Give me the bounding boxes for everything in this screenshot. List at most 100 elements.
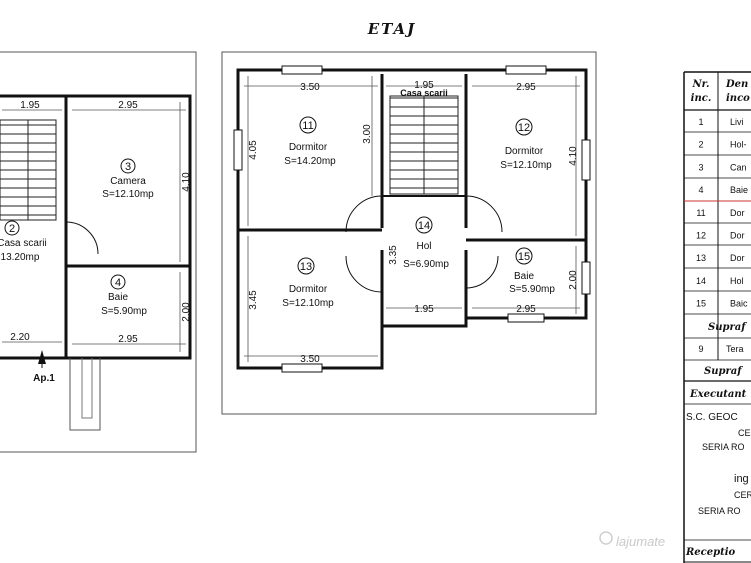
dim-label: 2.95 [118,100,138,111]
dim-label: 1.95 [414,304,434,315]
table-executant: Executant [689,389,747,400]
room-number-circle [297,257,315,275]
room-number-circle [120,158,136,174]
window [581,139,591,181]
room-name: Baie [108,292,128,303]
dim-label: 2.00 [568,270,579,290]
entrance-arrow-icon [38,350,46,364]
ground-floor-plan: 1.95 2.95 4.10 2.00 2.20 2.95 3 Camera S… [0,51,197,453]
door-arc [465,255,499,289]
room-area: S=12.10mp [500,160,552,171]
table-cell-den: Can [730,162,747,172]
table-cert: CE [738,428,751,438]
table-subtotal: Supraf [708,322,747,333]
door-arc [345,195,383,233]
watermark-logo-icon [599,531,613,545]
room-number: 4 [115,277,121,289]
window [281,65,323,75]
room-name: Casa scarii [0,238,47,249]
room-number-circle [515,118,533,136]
room-number: 14 [418,220,430,232]
table-cell-den: Baie [730,185,748,195]
ground-sheet-frame [0,51,197,453]
ground-door-arc [65,221,99,255]
room-name: Camera [110,176,146,187]
room-number: 11 [302,120,313,132]
table-cell-nr: 3 [698,162,703,172]
table-cell-nr: 11 [696,208,705,218]
room-number-circle [110,274,126,290]
table-cell-nr: 4 [698,185,703,195]
room-area: S=12.10mp [102,189,154,200]
room-number: 12 [518,122,530,134]
table-cell-nr: 12 [696,231,706,241]
table-cell-den: Dor [730,208,745,218]
ground-porch [69,358,101,431]
room-area: S=14.20mp [284,156,336,167]
dim-label: 2.00 [181,302,192,322]
room-number-circle [4,220,20,236]
etaj-floor-plan: 3.50 1.95 2.95 3.50 1.95 2.95 4.05 3.45 … [221,51,597,415]
dim-label: 4.05 [248,140,259,160]
dim-label: 2.20 [10,332,30,343]
table-ing: ing [734,473,749,485]
window [281,363,323,373]
dim-label: 2.95 [516,304,536,315]
dim-label: 1.95 [20,100,40,111]
room-number: 2 [9,223,15,235]
table-cell-den: Tera [726,344,744,354]
room-area: S=5.90mp [101,306,147,317]
room-area: S=12.10mp [282,298,334,309]
window [581,261,591,295]
table-cell-den: Hol [730,276,744,286]
table-subtotal: Supraf [704,366,743,377]
table-cell-nr: 9 [698,344,703,354]
table-cell-nr: 2 [698,140,703,150]
table-seria: SERIA RO [698,506,741,516]
table-cell-nr: 15 [696,299,706,309]
table-header: Nr. [692,79,710,90]
table-receptie: Receptio [685,547,736,558]
table-seria: SERIA RO [702,442,745,452]
room-number: 13 [300,261,312,273]
etaj-sheet-frame [221,51,597,415]
entrance-label: Ap.1 [33,373,55,384]
door-arc [465,195,503,233]
table-cell-den: Baic [730,299,748,309]
dim-label: 1.95 [414,80,434,91]
dim-label: 3.50 [300,354,320,365]
dim-label: 3.50 [300,82,320,93]
room-name: Dormitor [289,142,328,153]
room-name: Dormitor [289,284,328,295]
table-cell-den: Livi [730,117,744,127]
room-number-circle [299,116,317,134]
dim-label: 4.10 [568,146,579,166]
dim-label: 3.35 [388,245,399,265]
table-company: S.C. GEOC [686,412,738,423]
table-cert: CER [734,490,751,500]
watermark-text: lajumate [616,534,665,549]
ground-porch-inner [81,358,93,419]
table-header: inc. [691,93,712,104]
door-arc [345,255,383,293]
table-header: Den [725,79,748,90]
table-frame [683,71,751,563]
window [505,65,547,75]
room-area: S=5.90mp [509,284,555,295]
room-number: 3 [125,161,131,173]
room-area: 13.20mp [1,252,40,263]
room-name: Casa scarii [400,88,448,98]
table-cell-den: Dor [730,231,745,241]
room-number: 15 [518,251,530,263]
table-cell-nr: 13 [696,253,706,263]
table-cell-den: Hol- [730,140,747,150]
table-cell-nr: 14 [696,276,706,286]
room-number-circle [515,247,533,265]
window [233,129,243,171]
room-name: Baie [514,271,534,282]
table-header: inco [726,93,750,104]
room-name: Dormitor [505,146,544,157]
